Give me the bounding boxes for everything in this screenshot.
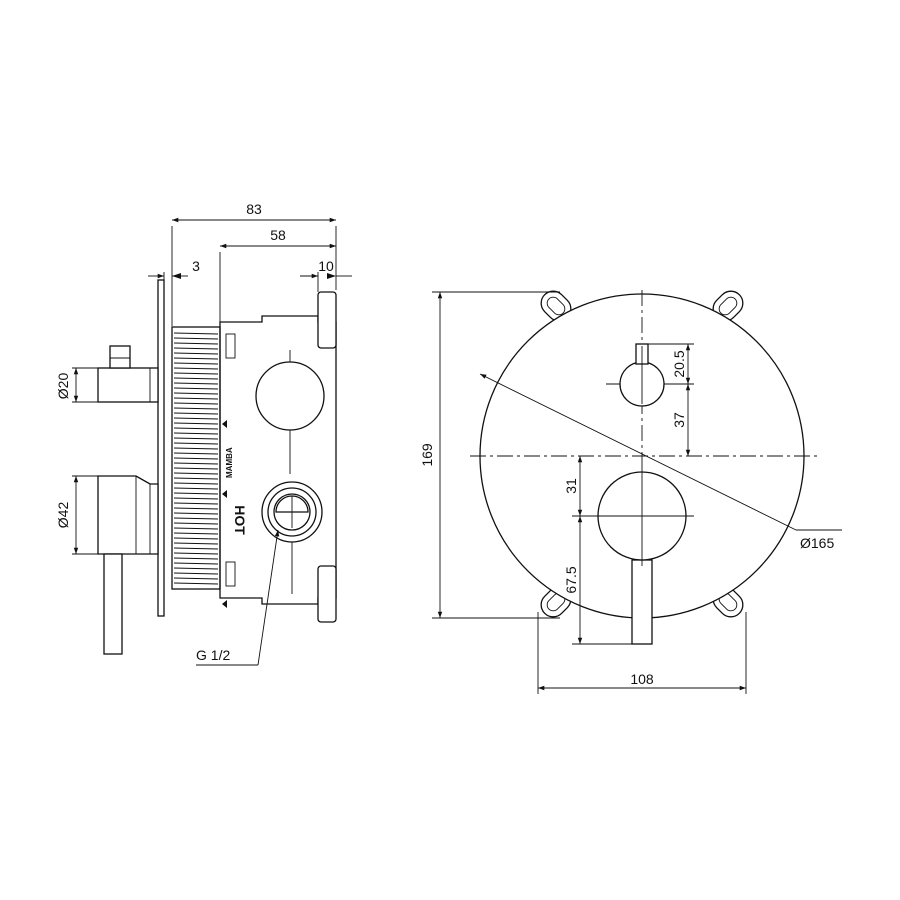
- thread-line: [173, 342, 219, 345]
- thread-line: [173, 492, 219, 495]
- thread-line: [173, 337, 219, 340]
- thread-line: [173, 522, 219, 525]
- side-view: MAMBA HOT 83 58: [55, 201, 352, 666]
- thread-line: [173, 352, 219, 355]
- thread-line: [173, 372, 219, 375]
- dim-lever-length: 67.5: [563, 516, 632, 645]
- thread-line: [173, 547, 219, 550]
- thread-leader: G 1/2: [196, 529, 280, 666]
- thread-line: [173, 422, 219, 425]
- thread-line: [173, 397, 219, 400]
- thread-line: [173, 557, 219, 560]
- thread-line: [173, 407, 219, 410]
- upper-knob: [619, 343, 665, 407]
- threaded-sleeve: [171, 326, 221, 590]
- thread-line: [173, 582, 219, 585]
- thread-line: [173, 412, 219, 415]
- dim-flange: 10: [300, 258, 352, 292]
- thread-line: [173, 332, 219, 335]
- thread-line: [173, 507, 219, 510]
- bottom-lug: [317, 565, 337, 623]
- svg-text:20.5: 20.5: [671, 350, 687, 377]
- thread-line: [173, 432, 219, 435]
- thread-line: [173, 347, 219, 350]
- svg-text:10: 10: [318, 258, 334, 274]
- svg-text:Ø165: Ø165: [800, 535, 834, 551]
- thread-line: [173, 467, 219, 470]
- thread-line: [173, 362, 219, 365]
- thread-line: [173, 572, 219, 575]
- dim-plate-diameter: Ø165: [479, 373, 842, 551]
- thread-line: [173, 357, 219, 360]
- thread-line: [173, 437, 219, 440]
- svg-text:G 1/2: G 1/2: [196, 647, 230, 663]
- dim-lower-center: 31: [563, 456, 598, 517]
- thread-line: [173, 567, 219, 570]
- thread-line: [173, 562, 219, 565]
- svg-text:Ø20: Ø20: [55, 373, 71, 400]
- thread-line: [173, 457, 219, 460]
- thread-line: [173, 517, 219, 520]
- wall-plate: [157, 279, 165, 617]
- upper-port: [255, 361, 325, 431]
- thread-line: [173, 427, 219, 430]
- thread-line: [173, 382, 219, 385]
- thread-line: [173, 462, 219, 465]
- small-handle: [97, 345, 159, 403]
- thread-line: [173, 552, 219, 555]
- dim-overall-depth: 83: [171, 201, 337, 326]
- svg-text:169: 169: [419, 443, 435, 467]
- dim-upper-center: 37: [671, 384, 691, 456]
- large-handle: [97, 475, 159, 655]
- thread-line: [173, 527, 219, 530]
- svg-text:108: 108: [630, 671, 654, 687]
- dim-height: 169: [419, 291, 560, 619]
- thread-line: [173, 482, 219, 485]
- dim-small-handle: Ø20: [55, 367, 98, 403]
- thread-line: [173, 367, 219, 370]
- thread-line: [173, 577, 219, 580]
- thread-line: [173, 537, 219, 540]
- thread-line: [173, 502, 219, 505]
- mounting-lugs: [540, 290, 744, 618]
- thread-line: [173, 477, 219, 480]
- lower-knob: [594, 468, 694, 645]
- thread-line: [173, 442, 219, 445]
- svg-text:3: 3: [192, 258, 200, 274]
- dim-lug-width: 108: [537, 612, 747, 694]
- thread-line: [173, 417, 219, 420]
- svg-text:67.5: 67.5: [563, 566, 579, 593]
- dim-box-depth: 58: [219, 227, 336, 322]
- hot-marking: HOT: [232, 505, 248, 535]
- svg-text:37: 37: [671, 412, 687, 428]
- svg-text:58: 58: [270, 227, 286, 243]
- thread-line: [173, 402, 219, 405]
- valve-box: [219, 315, 337, 605]
- svg-text:83: 83: [246, 201, 262, 217]
- thread-line: [173, 447, 219, 450]
- svg-text:Ø42: Ø42: [55, 502, 71, 529]
- dim-large-handle: Ø42: [55, 475, 98, 555]
- dim-plate-thickness: 3: [148, 258, 200, 282]
- thread-line: [173, 532, 219, 535]
- threaded-port: [261, 481, 323, 543]
- svg-text:31: 31: [563, 478, 579, 494]
- thread-line: [173, 377, 219, 380]
- thread-line: [173, 497, 219, 500]
- top-lug: [317, 291, 337, 349]
- brand-marking: MAMBA: [225, 447, 234, 478]
- thread-line: [173, 472, 219, 475]
- thread-line: [173, 512, 219, 515]
- thread-line: [173, 387, 219, 390]
- thread-line: [173, 452, 219, 455]
- thread-line: [173, 392, 219, 395]
- front-view: Ø165 169 20.5 37 31: [419, 290, 842, 694]
- thread-line: [173, 487, 219, 490]
- thread-line: [173, 542, 219, 545]
